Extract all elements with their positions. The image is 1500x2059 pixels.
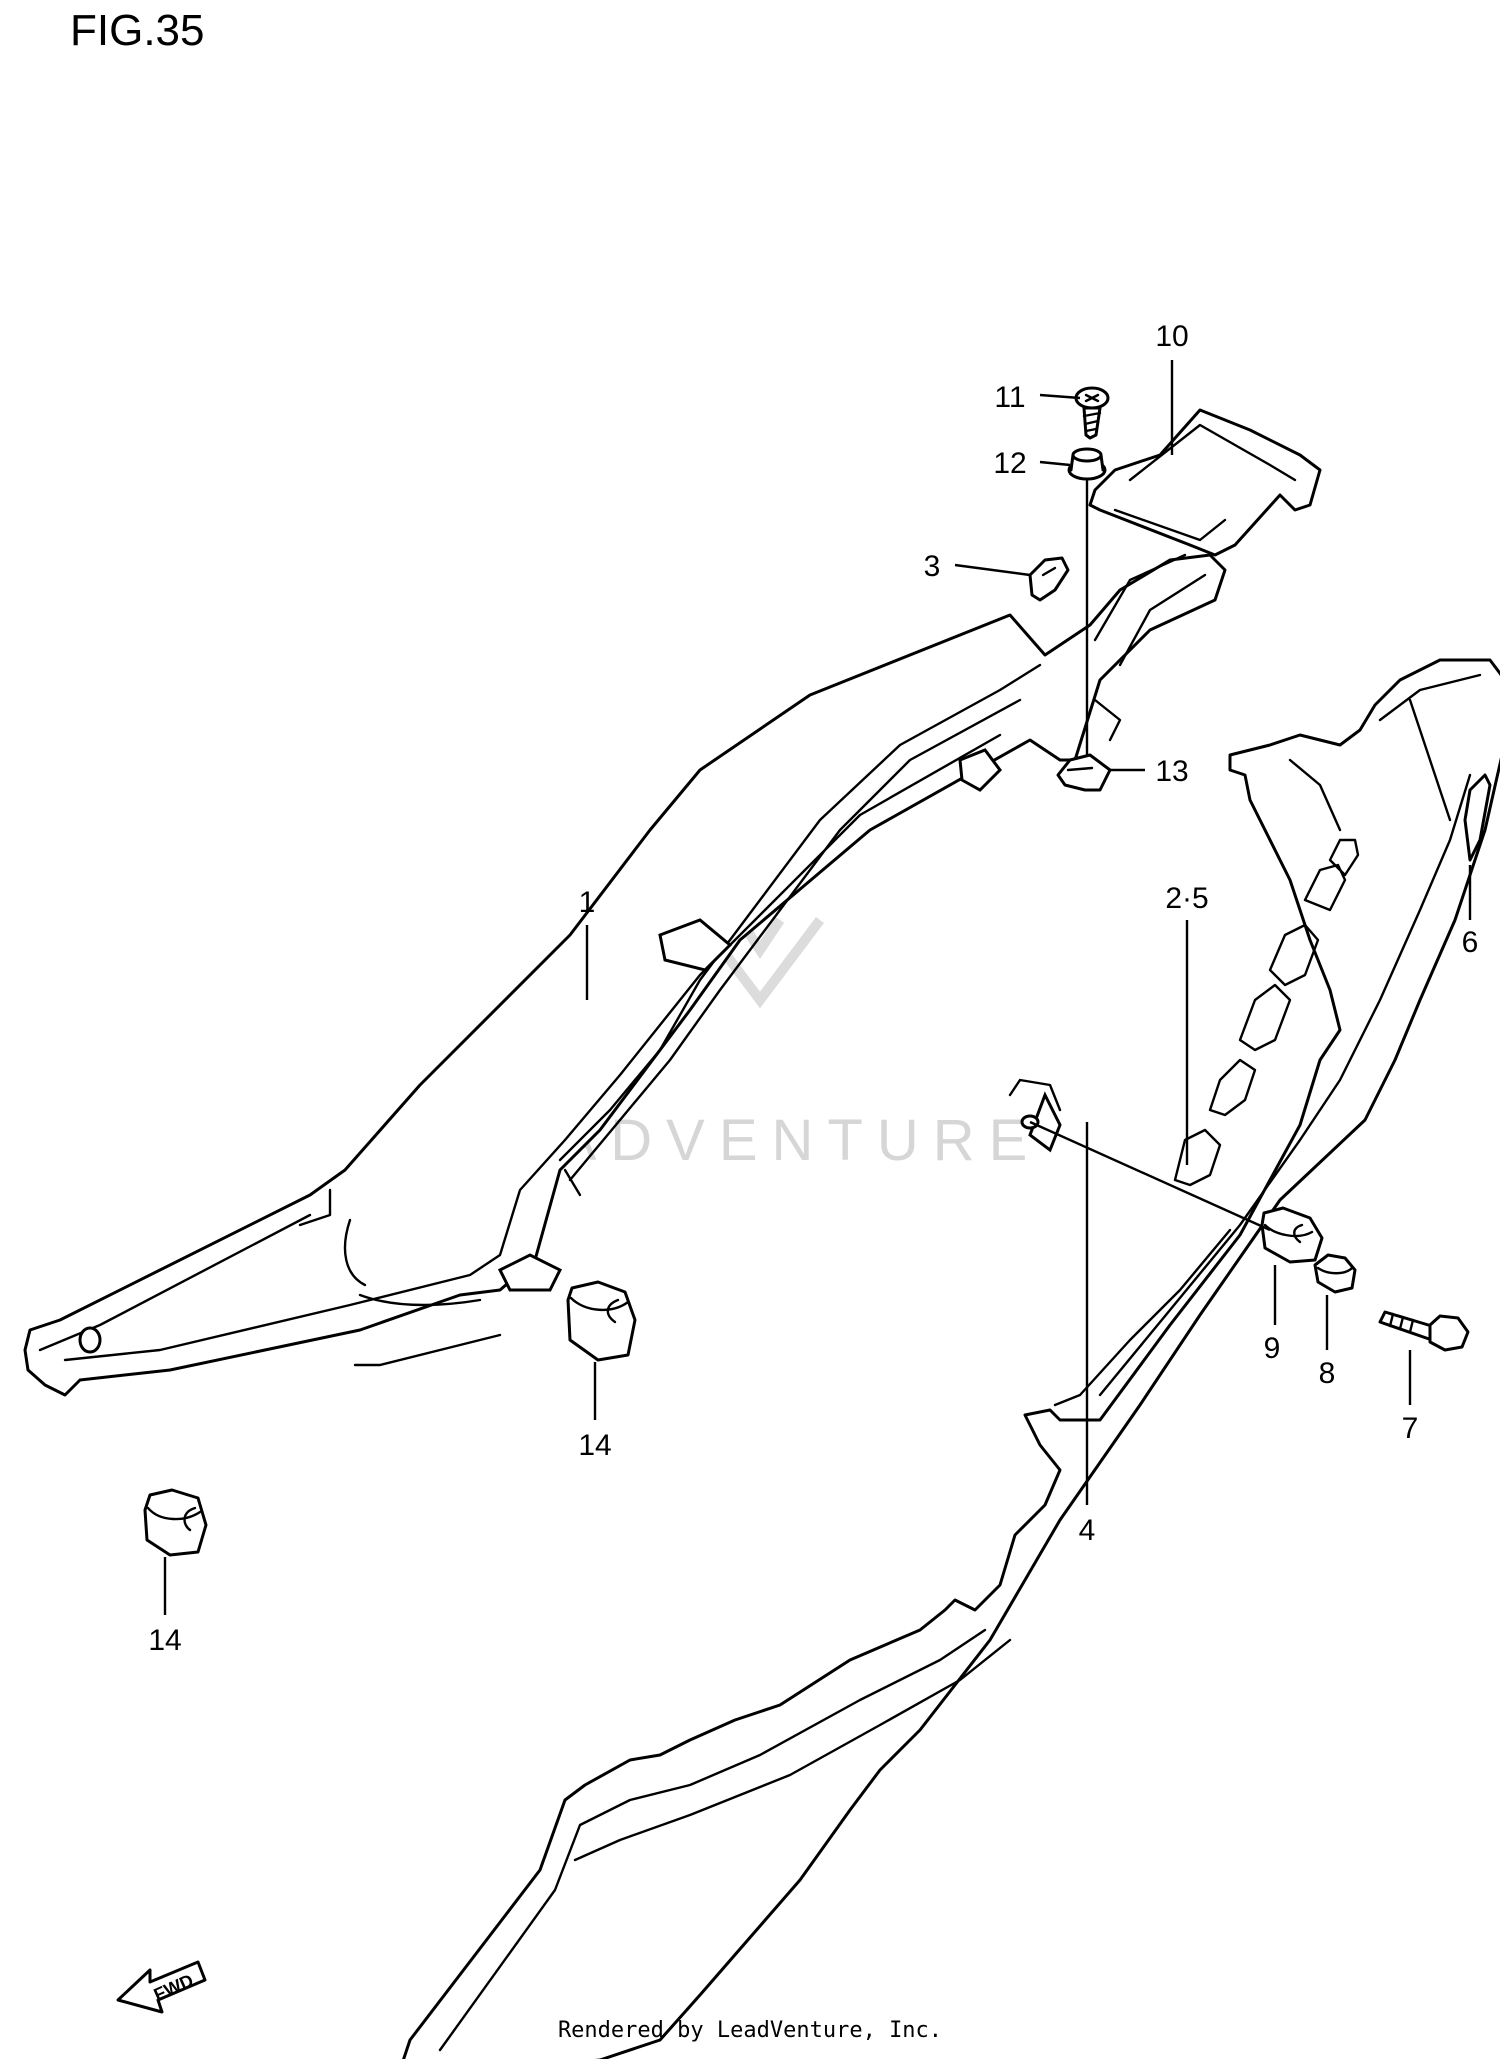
part-10-bracket: [1088, 408, 1322, 557]
footer-credit: Rendered by LeadVenture, Inc.: [557, 2018, 943, 2043]
callout-8: 8: [1319, 1357, 1336, 1390]
part-11-screw: [1074, 386, 1110, 440]
callout-4: 4: [1079, 1514, 1096, 1547]
callouts: 1 2·5 3 4 6 7 8 9 10 11 12 13 14 14: [148, 320, 1478, 1657]
part-13-nut: [1056, 753, 1112, 792]
part-7-bolt: [1378, 1310, 1470, 1352]
callout-7: 7: [1402, 1412, 1419, 1445]
part-6-trim: [1463, 773, 1492, 862]
part-9-cushion: [1260, 1206, 1324, 1264]
part-8-collar: [1313, 1253, 1357, 1294]
callout-14-b: 14: [148, 1624, 181, 1657]
callout-10: 10: [1155, 320, 1188, 353]
part-1-frame-cover-left: [23, 553, 1227, 1397]
callout-1: 1: [579, 886, 596, 919]
figure-title: FIG.35: [70, 6, 205, 55]
fwd-arrow-icon: FWD: [116, 1960, 207, 2014]
callout-3: 3: [924, 550, 941, 583]
callout-6: 6: [1462, 926, 1479, 959]
part-12-grommet: [1067, 447, 1107, 481]
leader-lines: [163, 360, 1472, 1615]
callout-13: 13: [1155, 755, 1188, 788]
part-14-cushion-a: [566, 1280, 637, 1362]
callout-9: 9: [1264, 1332, 1281, 1365]
callout-2-5: 2·5: [1165, 882, 1208, 915]
gs500-emblem: [1173, 838, 1360, 1187]
part-4-frame-cover-right: [402, 658, 1500, 2059]
part-14-cushion-b: [143, 1488, 208, 1557]
callout-14-a: 14: [578, 1429, 611, 1462]
part-3-clip: [1028, 556, 1070, 602]
callout-12: 12: [993, 447, 1026, 480]
callout-11: 11: [994, 381, 1025, 414]
